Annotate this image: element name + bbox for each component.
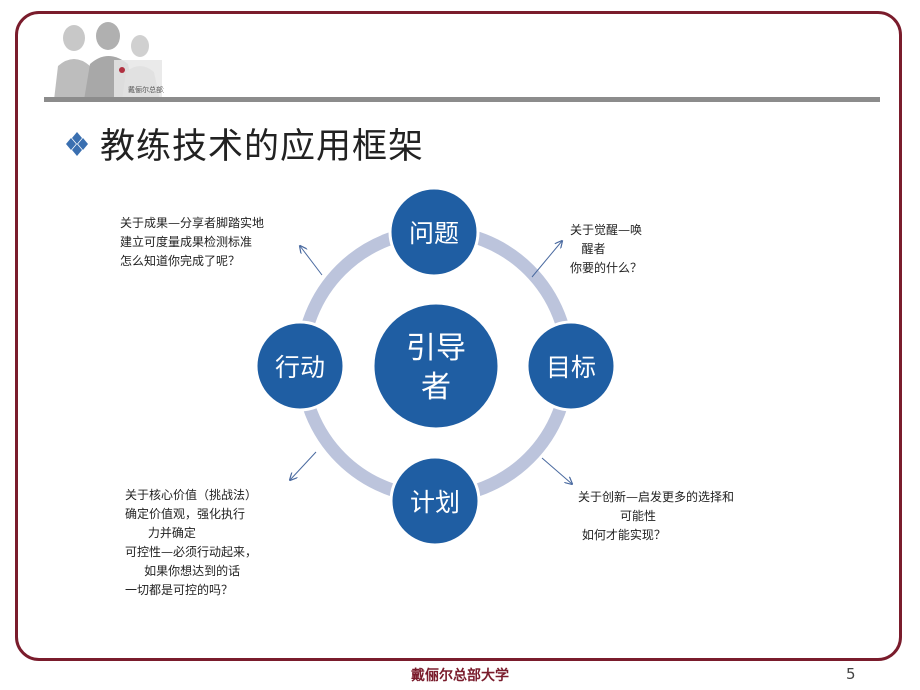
page-number: 5 <box>846 665 856 683</box>
center-node: 引导 者 <box>371 301 501 431</box>
node-bottom-label: 计划 <box>410 488 460 517</box>
node-right: 目标 <box>525 320 617 412</box>
arrow-top-right <box>531 241 562 278</box>
node-left-label: 行动 <box>275 353 325 382</box>
title-text: 教练技术的应用框架 <box>100 127 425 167</box>
arrow-top-left <box>300 246 323 276</box>
node-top-label: 问题 <box>409 219 459 248</box>
slide-frame <box>15 11 902 661</box>
node-left: 行动 <box>254 320 346 412</box>
note-bottom-right: 关于创新—启发更多的选择和 可能性 如何才能实现？ <box>578 490 735 542</box>
footer-label: 戴俪尔总部大学 <box>411 668 509 684</box>
header-divider <box>44 97 880 102</box>
note-bottom-left: 关于核心价值（挑战法） 确定价值观，强化执行 力并确定 可控性—必须行动起来， … <box>125 488 258 597</box>
diamond-bullet-icon <box>66 131 88 156</box>
arrow-bottom-left <box>290 451 317 480</box>
node-top: 问题 <box>388 186 480 278</box>
center-label-line2: 者 <box>421 370 451 405</box>
logo-caption: 戴俪尔总部大学 <box>128 85 164 94</box>
arrow-bottom-right <box>541 457 572 484</box>
node-right-label: 目标 <box>546 353 596 382</box>
center-label-line1: 引导 <box>406 331 466 366</box>
logo-image: 戴俪尔总部大学 <box>44 16 164 100</box>
slide-title: 教练技术的应用框架 <box>62 118 424 169</box>
note-top-right: 关于觉醒—唤 醒者 你要的什么？ <box>570 223 643 275</box>
note-top-left: 关于成果—分享者脚踏实地 建立可度量成果检测标准 怎么知道你完成了呢？ <box>120 216 265 268</box>
node-bottom: 计划 <box>389 455 481 547</box>
